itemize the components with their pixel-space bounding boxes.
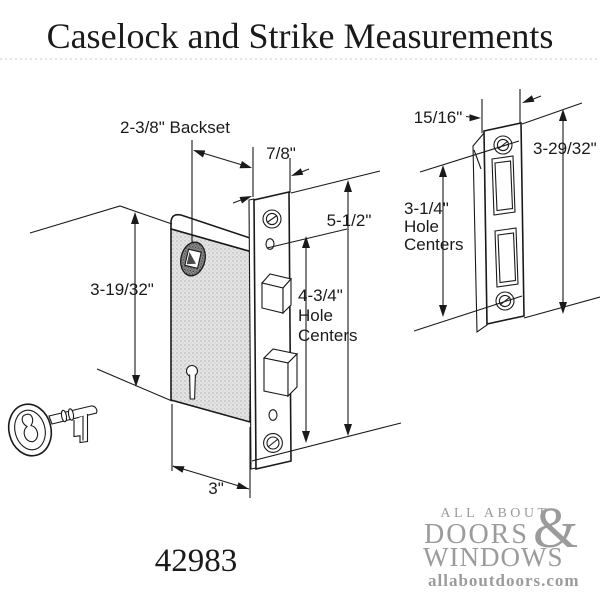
key-bow-hole bbox=[21, 413, 39, 443]
strike-lower-hole bbox=[494, 227, 519, 288]
keyhole bbox=[185, 364, 199, 400]
lock-hole-centers-word1: Hole bbox=[298, 306, 333, 325]
logo-all-about: ALL ABOUT bbox=[440, 506, 549, 521]
lock-hole-centers-word2: Centers bbox=[298, 326, 358, 345]
case-width-label: 3" bbox=[208, 479, 224, 498]
faceplate-width-label: 7/8" bbox=[266, 144, 296, 163]
logo-doors: DOORS bbox=[424, 519, 529, 550]
strike-height-label: 3-29/32" bbox=[533, 139, 597, 158]
strike-hole-centers-word1: Hole bbox=[404, 217, 439, 236]
logo-url: allaboutdoors.com bbox=[428, 571, 580, 590]
skeleton-key-drawing bbox=[7, 403, 98, 457]
case-height-label: 3-19/32" bbox=[90, 280, 154, 299]
strike-upper-hole bbox=[491, 155, 516, 216]
logo-ampersand: & bbox=[533, 495, 578, 560]
strike-hole-centers-word2: Centers bbox=[404, 235, 464, 254]
strike-top-screw bbox=[493, 135, 513, 155]
spindle-hub bbox=[180, 241, 206, 277]
page-title: Caselock and Strike Measurements bbox=[47, 16, 554, 56]
backset-label: 2-3/8" Backset bbox=[120, 118, 230, 137]
spindle-hole-shadow bbox=[186, 252, 196, 265]
brand-logo: ALL ABOUT DOORS & WINDOWS allaboutdoors.… bbox=[423, 495, 580, 590]
key-collar-2 bbox=[67, 408, 75, 421]
strike-plate-drawing bbox=[472, 122, 525, 334]
faceplate-height-label: 5-1/2" bbox=[327, 211, 372, 230]
strike-hole-centers-value: 3-1/4" bbox=[404, 199, 449, 218]
faceplate-lower-hole bbox=[268, 409, 278, 421]
dead-bolt bbox=[262, 348, 299, 398]
logo-windows: WINDOWS bbox=[423, 542, 563, 572]
caselock-dimensions: 2-3/8" Backset 7/8" 5-1/2" 4-3/4" Hole C… bbox=[29, 118, 402, 498]
faceplate-top-screw bbox=[262, 209, 282, 229]
part-number: 42983 bbox=[155, 543, 238, 579]
key-bit bbox=[73, 414, 89, 444]
lock-hole-centers-value: 4-3/4" bbox=[298, 286, 343, 305]
caselock-drawing bbox=[170, 190, 299, 471]
latch-bolt bbox=[260, 273, 293, 315]
strike-lip bbox=[472, 131, 488, 334]
faceplate bbox=[253, 190, 292, 471]
strike-dimensions: 15/16" 3-29/32" 3-1/4" Hole Centers bbox=[404, 89, 600, 332]
key-collar-1 bbox=[60, 409, 68, 423]
strike-width-label: 15/16" bbox=[414, 108, 463, 127]
faceplate-bottom-screw bbox=[263, 433, 283, 453]
